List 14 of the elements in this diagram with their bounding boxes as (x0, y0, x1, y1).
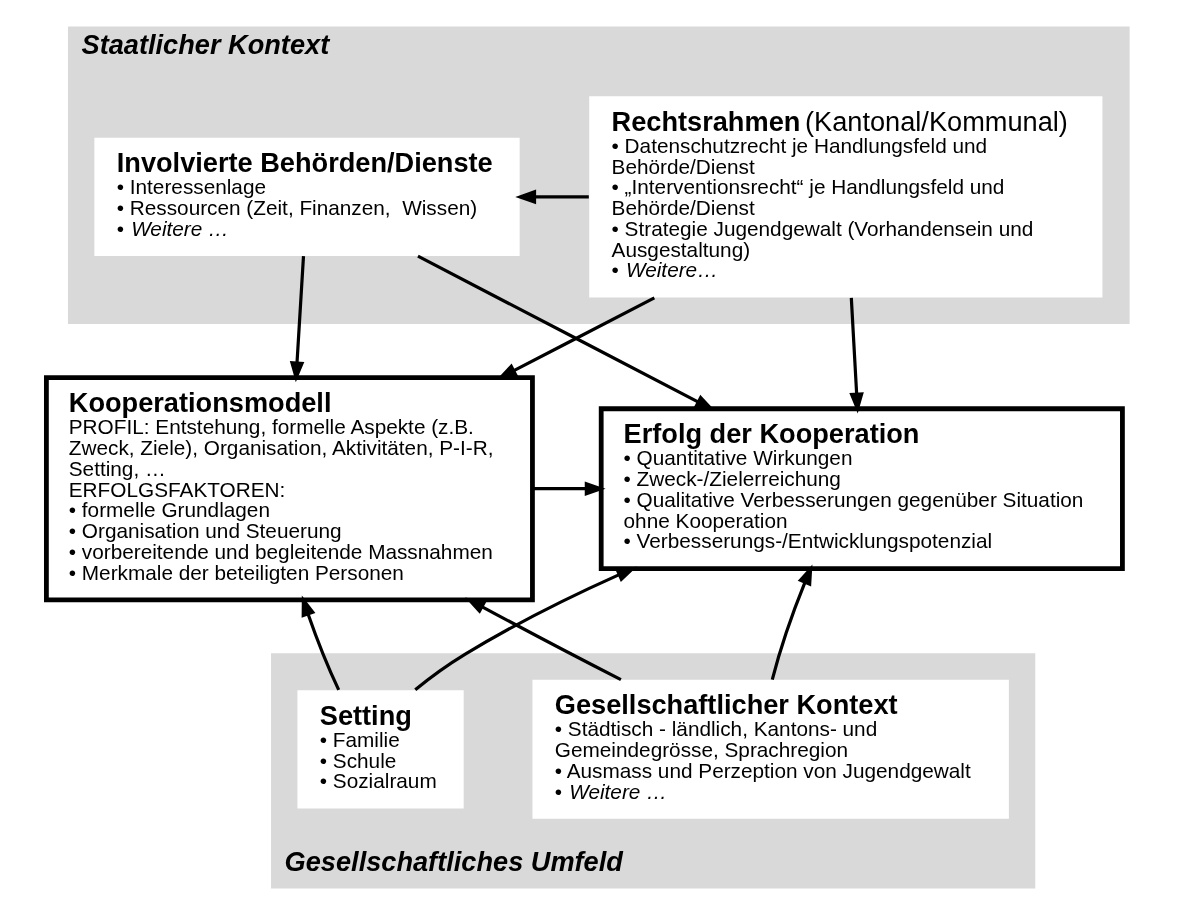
arrow (464, 597, 622, 682)
node-box: Gesellschaftlicher Kontext • Städtisch - ländlich, Kantons- und Gemeindegrösse, Sprachregion • Ausmass und Perzeption von Jugendgewalt • Weitere … (531, 679, 1009, 819)
arrow (413, 566, 637, 692)
arrow (514, 189, 589, 205)
node-box: Erfolg der Kooperation • Quantitative Wirkungen • Zweck-/Zielerreichung • Qualitative Verbesserungen gegenüber Situation ohne Kooperation • Verbesserungs-/Entwicklungspotenzial (598, 406, 1125, 571)
node-box: Setting • Familie • Schule • Sozialraum (296, 690, 464, 809)
arrow (301, 595, 340, 691)
node-box: Rechtsrahmen (Kantonal/Kommunal) • Datenschutzrecht je Handlungsfeld und Behörde/Dienst • „Interventionsrecht“ je Handlungsfeld und Behörde/Dienst • Strategie Jugendgewalt (Vorhandensein und Ausgestaltung) • Weitere… (588, 96, 1102, 298)
arrow (289, 256, 305, 383)
node-box: Kooperationsmodell PROFIL: Entstehung, formelle Aspekte (z.B. Zweck, Ziele), Organisation, Aktivitäten, P-I-R, Setting, … ERFOLGSFAKTOREN: • formelle Grundlagen • Organisation und Steuerung • vorbereitende und begleitende Massnahmen • Merkmale der beteiligten Personen (43, 375, 535, 603)
node-box: Involvierte Behörden/Dienste • Interessenlage • Ressourcen (Zeit, Finanzen, Wissen) • Weitere … (93, 137, 520, 257)
arrow (532, 481, 606, 496)
arrow (770, 564, 812, 680)
arrow (848, 297, 864, 414)
